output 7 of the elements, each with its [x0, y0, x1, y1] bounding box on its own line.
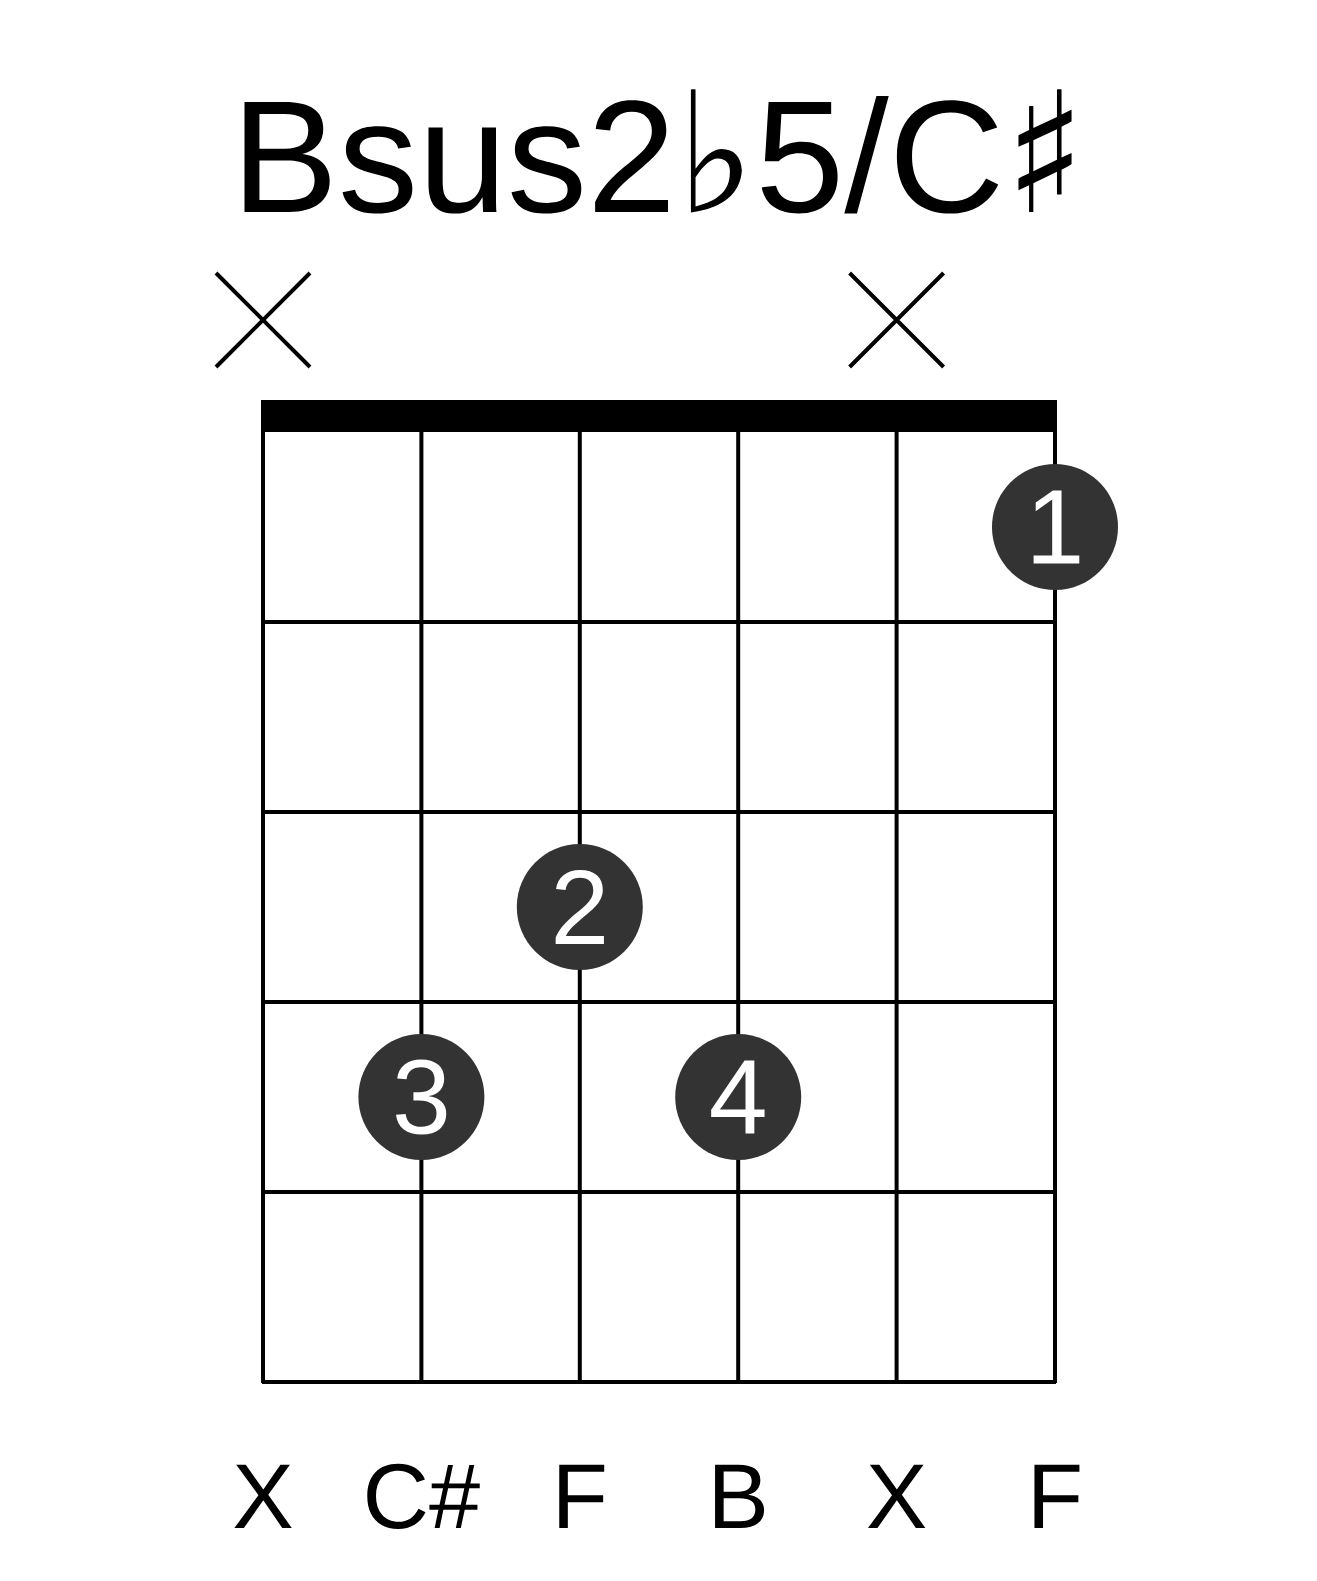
string-note-label: F [559, 1464, 605, 1528]
string-note-label: B [715, 1464, 765, 1528]
string-note-label: X [868, 1464, 926, 1528]
string-note-label: X [234, 1464, 292, 1528]
string-note-label: F [1034, 1464, 1080, 1528]
string-note-label: C# [367, 1463, 480, 1529]
chord-title: Bsus2♭5/C♯ [244, 89, 1072, 214]
